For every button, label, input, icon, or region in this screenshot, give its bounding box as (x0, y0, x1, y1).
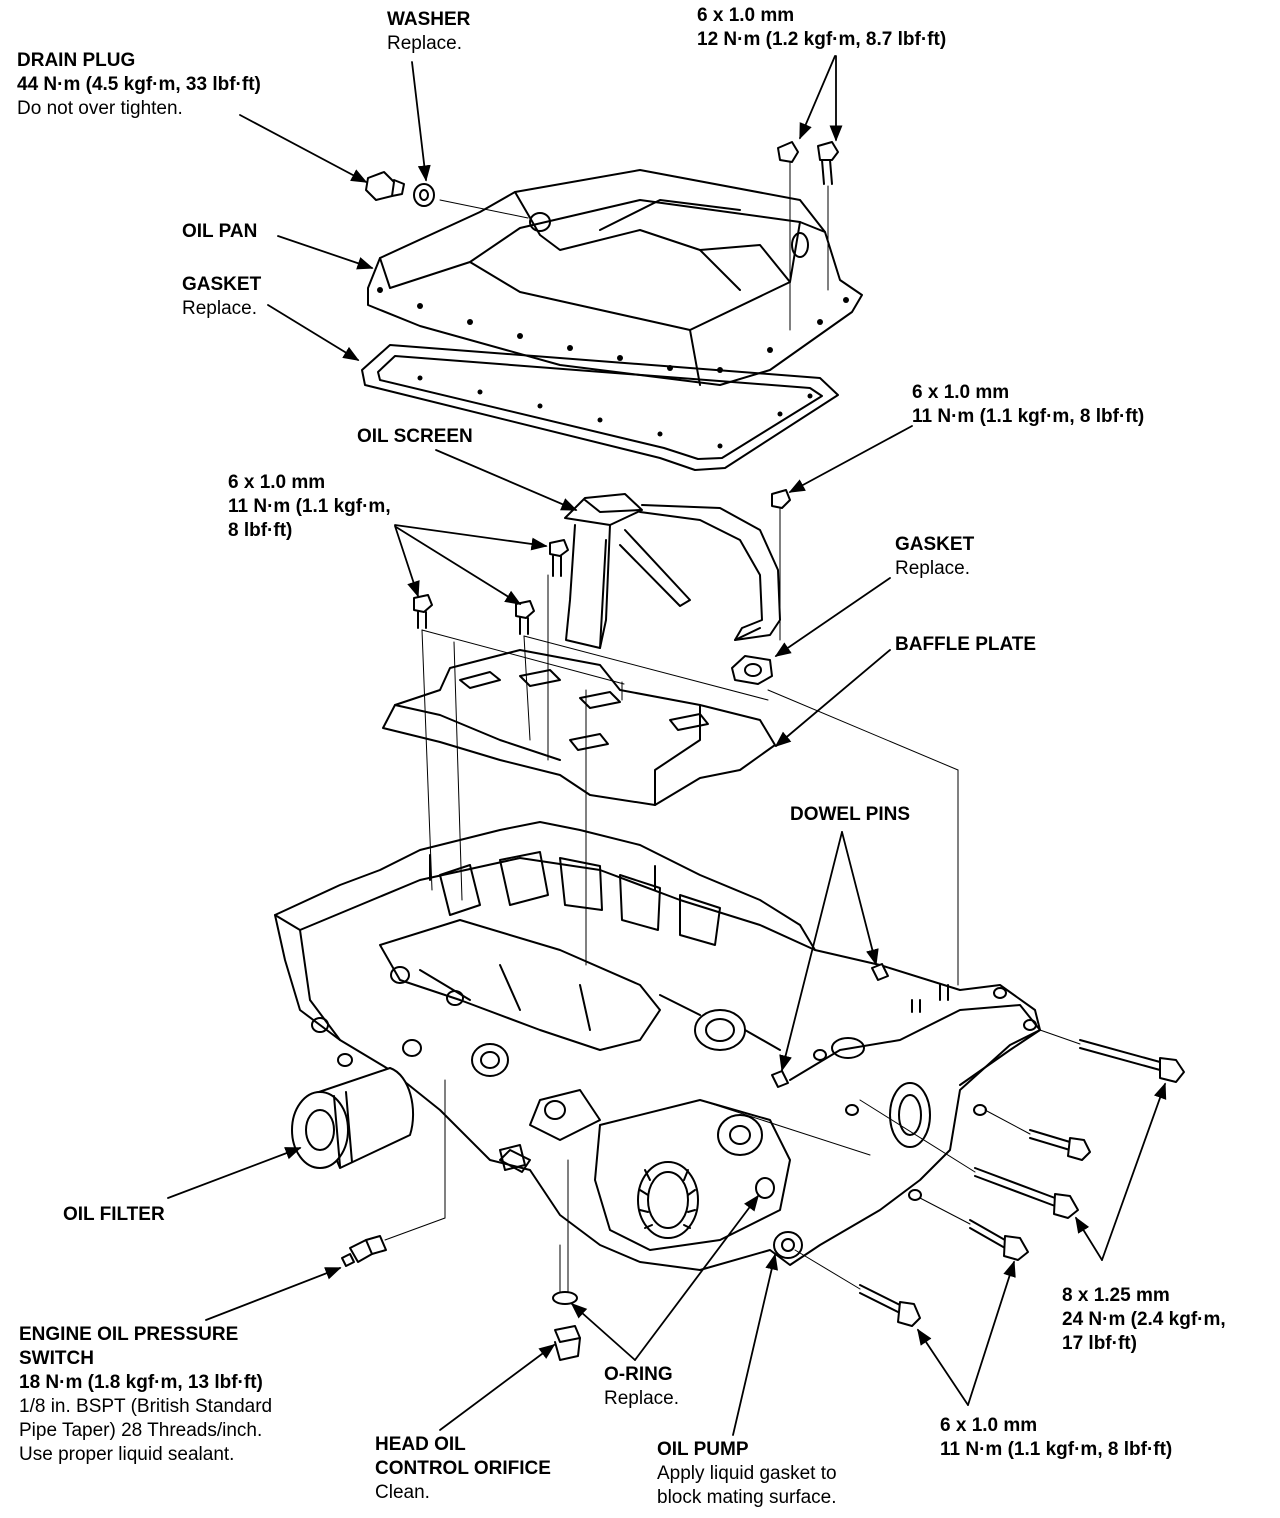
drain-plug-spec: 44 N·m (4.5 kgf·m, 33 lbf·ft) (17, 74, 261, 95)
baffle-bolts-torque-line2: 8 lbf·ft) (228, 520, 293, 541)
screen-bolt-size: 6 x 1.0 mm (912, 382, 1010, 403)
pan-gasket-label: GASKET Replace. (182, 273, 261, 321)
baffle-bolts-torque-line1: 11 N·m (1.1 kgf·m, (228, 496, 391, 517)
orifice-label: HEAD OIL CONTROL ORIFICE Clean. (375, 1433, 551, 1505)
screen-gasket-title: GASKET (895, 534, 975, 555)
alignment-lines (421, 574, 959, 1293)
oil-filter-label: OIL FILTER (63, 1203, 165, 1227)
oil-screen-label: OIL SCREEN (357, 425, 473, 449)
oil-pan (367, 169, 863, 386)
oil-filter (291, 1067, 414, 1169)
pump-bolts-large-label: 8 x 1.25 mm 24 N·m (2.4 kgf·m, 17 lbf·ft… (1062, 1284, 1226, 1356)
washer-label: WASHER Replace. (387, 8, 470, 56)
pressure-switch-label: ENGINE OIL PRESSURE SWITCH 18 N·m (1.8 k… (19, 1323, 272, 1467)
leader-arrows (167, 55, 1167, 1436)
drain-plug-note: Do not over tighten. (17, 98, 183, 119)
pump-bolts-large-torque-line1: 24 N·m (2.4 kgf·m, (1062, 1309, 1226, 1330)
oil-screen (564, 493, 781, 649)
pump-bolts-large-size: 8 x 1.25 mm (1062, 1285, 1170, 1306)
pump-bolts-small-size: 6 x 1.0 mm (940, 1415, 1038, 1436)
dowel-pins (771, 963, 889, 1088)
screen-gasket-note: Replace. (895, 558, 970, 579)
pressure-switch-note-line3: Use proper liquid sealant. (19, 1444, 235, 1465)
baffle-plate-title: BAFFLE PLATE (895, 634, 1037, 655)
pan-bolt-torque: 12 N·m (1.2 kgf·m, 8.7 lbf·ft) (697, 29, 947, 50)
pressure-switch-note-line1: 1/8 in. BSPT (British Standard (19, 1396, 273, 1417)
pan-gasket-title: GASKET (182, 274, 262, 295)
dowel-pins-title: DOWEL PINS (790, 804, 910, 825)
drain-plug (365, 171, 405, 201)
baffle-plate (382, 649, 776, 806)
screen-gasket (731, 655, 773, 685)
screen-bolt-label: 6 x 1.0 mm 11 N·m (1.1 kgf·m, 8 lbf·ft) (912, 381, 1144, 429)
pump-bolts-large-torque-line2: 17 lbf·ft) (1062, 1333, 1137, 1354)
crank-sprocket (637, 1161, 699, 1239)
pan-bolt-label: 6 x 1.0 mm 12 N·m (1.2 kgf·m, 8.7 lbf·ft… (697, 4, 946, 52)
orifice-title-line1: HEAD OIL (375, 1434, 466, 1455)
pressure-switch-note-line2: Pipe Taper) 28 Threads/inch. (19, 1420, 263, 1441)
o-ring-note: Replace. (604, 1388, 679, 1409)
pressure-switch-title-line1: ENGINE OIL PRESSURE (19, 1324, 239, 1345)
pan-bolts (777, 141, 839, 331)
pan-bolt-size: 6 x 1.0 mm (697, 5, 795, 26)
oil-pan-gasket (361, 344, 839, 471)
pressure-switch-spec: 18 N·m (1.8 kgf·m, 13 lbf·ft) (19, 1372, 263, 1393)
pump-bolts (794, 1029, 1185, 1327)
head-oil-control-orifice (554, 1325, 581, 1361)
oil-filter-title: OIL FILTER (63, 1204, 165, 1225)
orifice-note: Clean. (375, 1482, 430, 1503)
dowel-pins-label: DOWEL PINS (790, 803, 910, 827)
oil-pan-title: OIL PAN (182, 221, 258, 242)
baffle-bolts-size: 6 x 1.0 mm (228, 472, 326, 493)
oil-pump-label: OIL PUMP Apply liquid gasket to block ma… (657, 1438, 837, 1510)
pump-bolts-small-label: 6 x 1.0 mm 11 N·m (1.1 kgf·m, 8 lbf·ft) (940, 1414, 1172, 1462)
drain-plug-title: DRAIN PLUG (17, 50, 136, 71)
pan-gasket-note: Replace. (182, 298, 257, 319)
washer-title: WASHER (387, 9, 471, 30)
screen-gasket-label: GASKET Replace. (895, 533, 974, 581)
drain-plug-label: DRAIN PLUG 44 N·m (4.5 kgf·m, 33 lbf·ft)… (17, 49, 261, 121)
baffle-bolts-label: 6 x 1.0 mm 11 N·m (1.1 kgf·m, 8 lbf·ft) (228, 471, 391, 543)
oil-screen-title: OIL SCREEN (357, 426, 473, 447)
engine-block (274, 821, 1041, 1271)
washer-note: Replace. (387, 33, 462, 54)
baffle-bolts (413, 539, 569, 635)
screen-bolt (771, 489, 791, 621)
drain-washer (413, 183, 435, 207)
screen-bolt-torque: 11 N·m (1.1 kgf·m, 8 lbf·ft) (912, 406, 1145, 427)
orifice-title-line2: CONTROL ORIFICE (375, 1458, 551, 1479)
oil-pump-title: OIL PUMP (657, 1439, 749, 1460)
oil-pan-label: OIL PAN (182, 220, 257, 244)
o-ring-title: O-RING (604, 1364, 673, 1385)
pump-bolts-small-torque: 11 N·m (1.1 kgf·m, 8 lbf·ft) (940, 1439, 1173, 1460)
oil-pump-note-line1: Apply liquid gasket to (657, 1463, 837, 1484)
oil-pump-note-line2: block mating surface. (657, 1487, 837, 1508)
baffle-plate-label: BAFFLE PLATE (895, 633, 1036, 657)
o-ring-label: O-RING Replace. (604, 1363, 679, 1411)
oil-pressure-switch (341, 1235, 387, 1267)
pressure-switch-title-line2: SWITCH (19, 1348, 94, 1369)
o-ring-part (552, 1291, 578, 1305)
